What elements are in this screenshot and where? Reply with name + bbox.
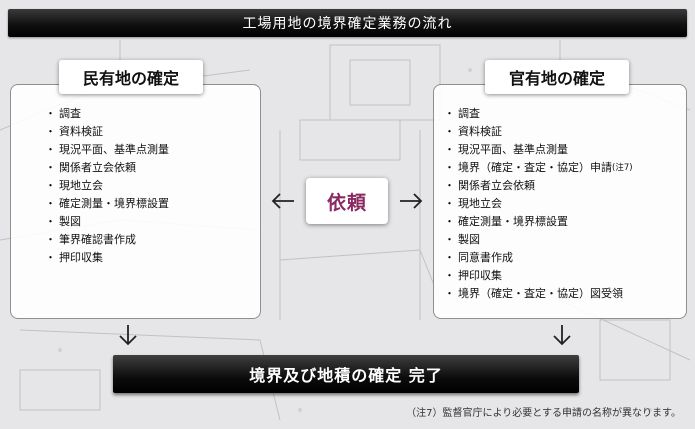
page-title-bar: 工場用地の境界確定業務の流れ <box>8 9 687 37</box>
list-item: ・境界（確定・査定・協定）申請(注7) <box>444 159 633 177</box>
list-item: ・資料検証 <box>444 125 502 138</box>
arrow-right-icon <box>400 193 423 209</box>
list-item: ・同意書作成 <box>444 251 513 264</box>
list-item: ・境界（確定・査定・協定）図受領 <box>444 287 623 300</box>
private-land-panel: ・調査 ・資料検証 ・現況平面、基準点測量 ・関係者立会依頼 ・現地立会 ・確定… <box>10 84 261 319</box>
list-item: ・確定測量・境界標設置 <box>444 215 568 228</box>
list-item: ・押印収集 <box>45 251 103 264</box>
arrow-left-icon <box>271 193 294 209</box>
list-item: ・現地立会 <box>444 197 502 210</box>
list-item: ・確定測量・境界標設置 <box>45 197 169 210</box>
note-marker: (注7) <box>612 163 633 173</box>
completion-bar: 境界及び地積の確定 完了 <box>113 355 579 393</box>
list-item: ・現況平面、基準点測量 <box>444 143 568 156</box>
page-title: 工場用地の境界確定業務の流れ <box>242 16 453 32</box>
arrow-down-icon <box>119 325 137 346</box>
private-land-title: 民有地の確定 <box>59 60 203 94</box>
footnote: （注7）監督官庁により必要とする申請の名称が異なります。 <box>406 408 681 419</box>
list-item: ・製図 <box>45 215 81 228</box>
list-item: ・製図 <box>444 233 480 246</box>
list-item: ・調査 <box>45 107 81 120</box>
list-item: ・資料検証 <box>45 125 103 138</box>
list-item: ・筆界確認書作成 <box>45 233 136 246</box>
list-item: ・関係者立会依頼 <box>45 161 136 174</box>
list-item: ・押印収集 <box>444 269 502 282</box>
arrow-down-icon <box>553 325 571 346</box>
list-item: ・現況平面、基準点測量 <box>45 143 169 156</box>
request-box: 依頼 <box>306 178 388 224</box>
list-item: ・現地立会 <box>45 179 103 192</box>
private-land-steps: ・調査 ・資料検証 ・現況平面、基準点測量 ・関係者立会依頼 ・現地立会 ・確定… <box>45 105 169 267</box>
public-land-panel: ・調査 ・資料検証 ・現況平面、基準点測量 ・境界（確定・査定・協定）申請(注7… <box>433 84 687 319</box>
public-land-steps: ・調査 ・資料検証 ・現況平面、基準点測量 ・境界（確定・査定・協定）申請(注7… <box>444 105 633 303</box>
list-item: ・調査 <box>444 107 480 120</box>
list-item: ・関係者立会依頼 <box>444 179 535 192</box>
public-land-title: 官有地の確定 <box>485 60 629 94</box>
